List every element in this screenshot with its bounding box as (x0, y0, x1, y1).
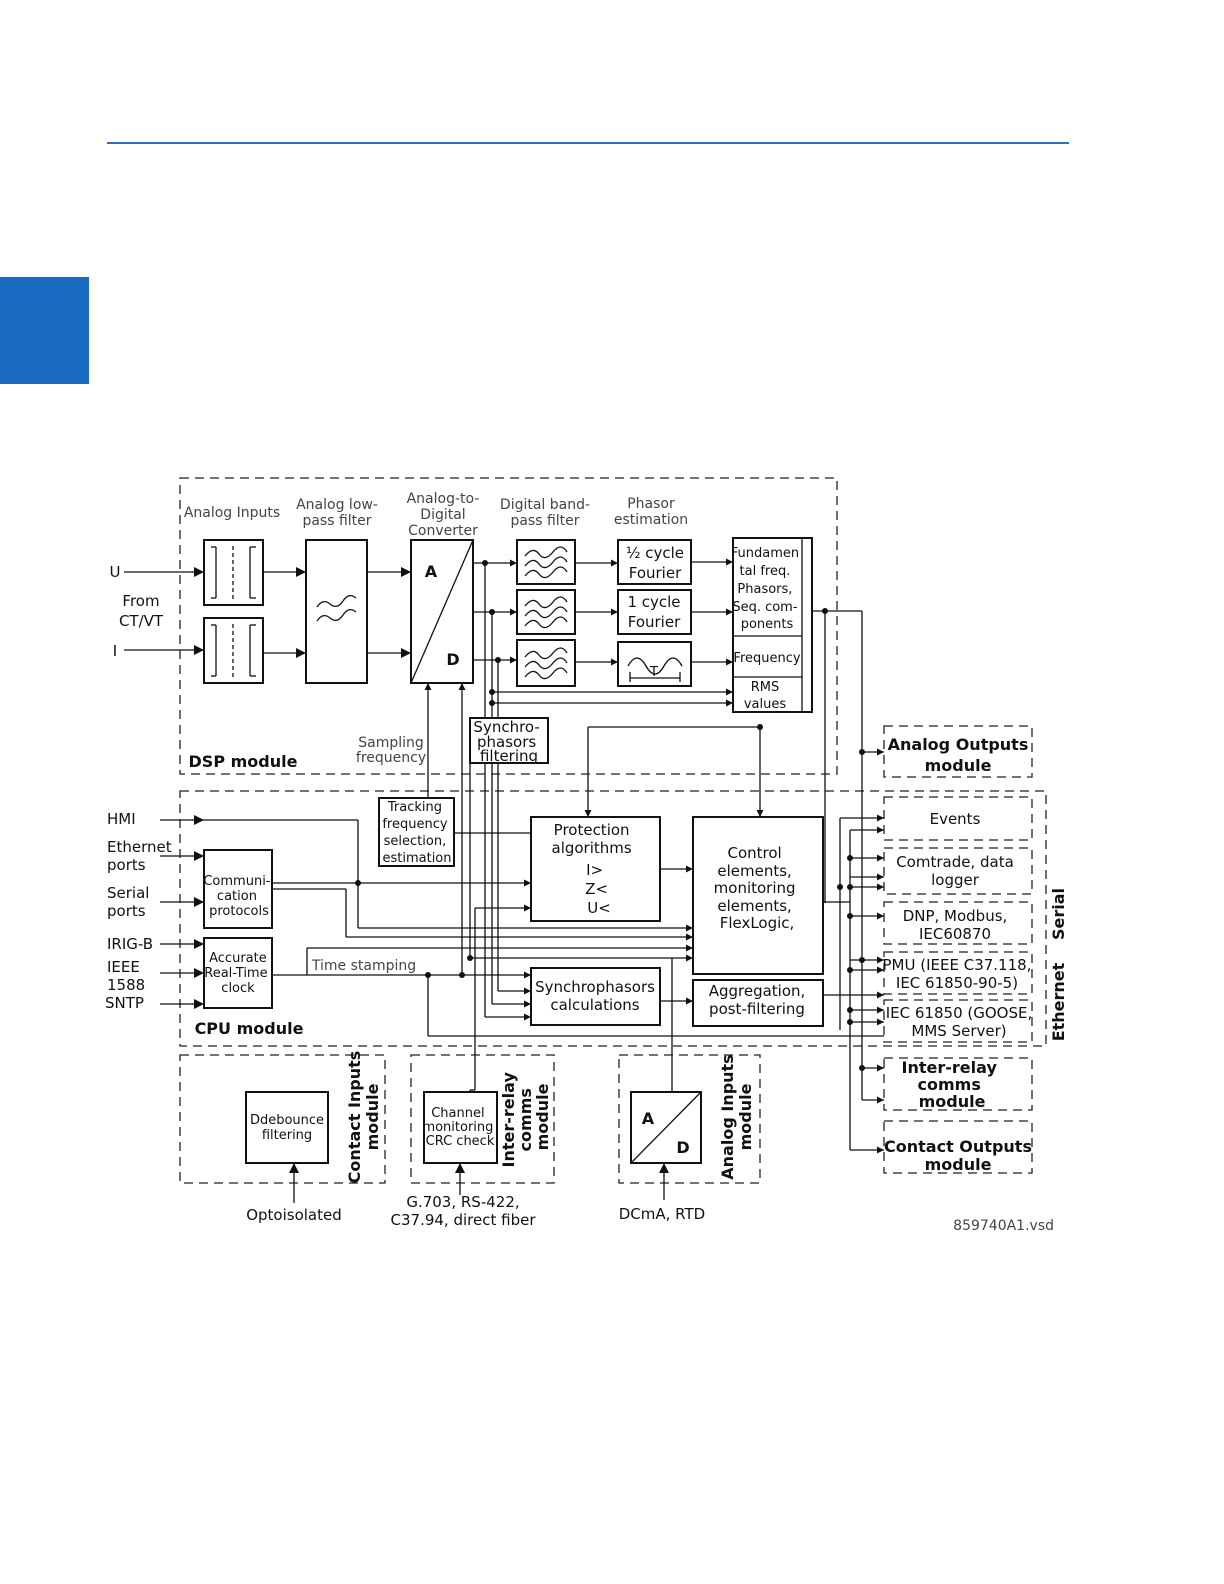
contact-inputs-frame (179, 1054, 386, 1184)
optoisolated-label: Optoisolated (246, 1206, 342, 1224)
bandpass-filter-3 (516, 639, 576, 687)
svg-text:Protection algorithms: Protection algorithms I> Z< U< (552, 821, 637, 917)
svg-text:Synchro- phasors f: Synchro- phasors filtering (473, 718, 544, 765)
dnp-modbus-label: DNP, Modbus,IEC60870 (903, 907, 1008, 943)
file-id-label: 859740A1.vsd (953, 1218, 1054, 1234)
svg-text:T: T (649, 665, 658, 680)
protection-algorithms-box: Protection algorithms I> Z< U< (530, 816, 661, 922)
dsp-module-frame (179, 477, 838, 775)
svg-text:Frequency: Frequency (733, 651, 800, 666)
header-rule (107, 142, 1069, 144)
analog-inputs-label: Analog Inputs (184, 505, 280, 521)
ct-transformer-u (203, 539, 264, 606)
svg-text:Accurate Real-Time: Accurate Real-Time clock (204, 951, 271, 996)
svg-text:Tracking frequency: Tracking frequency selection, estimation (382, 800, 451, 866)
interrelay-out-frame (883, 1057, 1033, 1111)
adc-box: A D (410, 539, 474, 684)
svg-text:Channel monitoring: Channel monitoring CRC check (422, 1106, 497, 1149)
events-label: Events (930, 810, 981, 828)
dcma-rtd-label: DCmA, RTD (619, 1205, 705, 1223)
interrelay-out-label: Inter-relay comms module (902, 1058, 1003, 1111)
time-stamping-label: Time stamping (311, 958, 416, 974)
cpu-module-frame (179, 790, 1047, 1047)
input-u-label: U (110, 563, 121, 581)
synchrophasors-filtering-box: Synchro- phasors filtering (469, 717, 549, 765)
lowpass-filter-box (305, 539, 368, 684)
svg-text:Aggregation,post-filtering: Aggregation,post-filtering (709, 982, 806, 1018)
bandpass-label: Digital band-pass filter (500, 497, 590, 529)
serial-group-label: Serial (1049, 888, 1068, 940)
hmi-label: HMI (107, 810, 136, 828)
svg-text:A: A (425, 562, 438, 581)
real-time-clock-box: Accurate Real-Time clock (203, 937, 273, 1009)
svg-text:D: D (676, 1138, 689, 1157)
lowpass-label: Analog low-pass filter (296, 497, 378, 529)
comm-protocols-box: Communi- cation protocols (203, 849, 274, 929)
channel-monitoring-box: Channel monitoring CRC check (422, 1091, 498, 1164)
dsp-module-label: DSP module (189, 752, 298, 771)
analog-inputs-module-label: Analog Inputsmodule (718, 1054, 755, 1179)
analog-out-frame (883, 725, 1033, 778)
chapter-tab (0, 277, 89, 384)
tracking-frequency-box: Tracking frequency selection, estimation (378, 797, 455, 867)
irig-b-label: IRIG-B (107, 935, 153, 953)
phasor-results-box: Fundamen tal freq. Phasors, Seq. com- po… (731, 537, 813, 713)
ct-transformer-i (203, 617, 264, 684)
pmu-frame (883, 951, 1033, 995)
interrelay-media-label: G.703, RS-422,C37.94, direct fiber (391, 1193, 537, 1229)
svg-text:D: D (446, 650, 459, 669)
contact-out-frame (883, 1120, 1033, 1174)
contact-inputs-module-label: Contact Inputsmodule (345, 1051, 382, 1184)
iec61850-label: IEC 61850 (GOOSE,MMS Server) (886, 1004, 1032, 1040)
svg-text:Control elements,: Control elements, monitoring elements, F… (714, 844, 801, 932)
pmu-label: PMU (IEEE C37.118,IEC 61850-90-5) (883, 956, 1032, 992)
analog-input-adc-box: A D (630, 1091, 702, 1164)
iec61850-frame (883, 999, 1033, 1043)
frequency-estimator-box: T (617, 641, 692, 687)
aggregation-box: Aggregation,post-filtering (692, 979, 824, 1027)
dnp-frame (883, 901, 1033, 945)
bandpass-filter-2 (516, 589, 576, 635)
sntp-label: SNTP (105, 994, 144, 1012)
control-elements-box: Control elements, monitoring elements, F… (692, 816, 824, 975)
comtrade-frame (883, 847, 1033, 895)
analog-inputs-frame (618, 1054, 761, 1184)
input-i-label: I (113, 642, 117, 660)
ethernet-group-label: Ethernet (1049, 962, 1068, 1041)
bandpass-filter-1 (516, 539, 576, 585)
svg-text:Fundamen tal freq.: Fundamen tal freq. Phasors, Seq. com- po… (731, 546, 804, 632)
svg-text:A: A (642, 1109, 655, 1128)
cpu-module-label: CPU module (195, 1019, 304, 1038)
interrelay-module-label: Inter-relay comms module (499, 1067, 552, 1168)
svg-text:Communi- cation pr: Communi- cation protocols (203, 874, 274, 919)
